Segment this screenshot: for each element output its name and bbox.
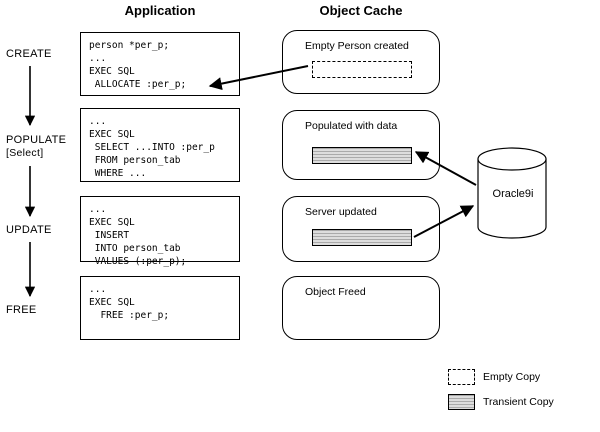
code-line: EXEC SQL	[89, 129, 135, 140]
application-header: Application	[124, 3, 196, 18]
cache-box-label: Server updated	[305, 206, 377, 218]
empty-copy-box	[312, 61, 412, 78]
app-box-free: ... EXEC SQL FREE :per_p;	[80, 276, 240, 340]
code-line: INSERT	[89, 230, 130, 241]
legend-empty-label: Empty Copy	[483, 371, 541, 383]
legend-transient-label: Transient Copy	[483, 396, 554, 408]
code-line: EXEC SQL	[89, 66, 135, 77]
code-line: WHERE ...	[89, 168, 147, 179]
stage-create: CREATE	[6, 48, 52, 60]
app-box-update: ... EXEC SQL INSERT INTO person_tab VALU…	[80, 196, 240, 267]
stage-populate-sublabel: [Select]	[6, 147, 44, 159]
stage-create-label: CREATE	[6, 48, 52, 60]
code-line: person *per_p;	[89, 40, 170, 51]
cache-box-label: Populated with data	[305, 120, 398, 132]
transient-copy-box	[312, 229, 412, 246]
app-box-create: person *per_p; ... EXEC SQL ALLOCATE :pe…	[80, 32, 240, 96]
code-line: INTO person_tab	[89, 243, 181, 254]
cache-box-server-updated: Server updated	[282, 196, 440, 262]
code-line: ALLOCATE :per_p;	[89, 79, 187, 90]
legend-empty-swatch	[448, 369, 475, 385]
code-line: ...	[89, 116, 107, 127]
code-line: EXEC SQL	[89, 217, 135, 228]
code-line: FREE :per_p;	[89, 310, 170, 321]
object-cache-header: Object Cache	[319, 3, 403, 18]
stage-free-label: FREE	[6, 304, 37, 316]
database-label: Oracle9i	[492, 188, 534, 200]
stage-update: UPDATE	[6, 224, 52, 236]
code-line: FROM person_tab	[89, 155, 181, 166]
cache-box-empty-person: Empty Person created	[282, 30, 440, 94]
code-line: SELECT ...INTO :per_p	[89, 142, 215, 153]
legend-transient-swatch	[448, 394, 475, 410]
cache-box-object-freed: Object Freed	[282, 276, 440, 340]
code-line: VALUES (:per_p);	[89, 256, 187, 267]
stage-free: FREE	[6, 304, 37, 316]
app-box-populate: ... EXEC SQL SELECT ...INTO :per_p FROM …	[80, 108, 240, 182]
stage-populate-label: POPULATE	[6, 134, 67, 146]
code-line: EXEC SQL	[89, 297, 135, 308]
stage-populate: POPULATE [Select]	[6, 134, 66, 159]
code-line: ...	[89, 284, 107, 295]
cache-box-label: Object Freed	[305, 286, 366, 298]
cache-box-populated: Populated with data	[282, 110, 440, 180]
cache-box-label: Empty Person created	[305, 40, 409, 52]
code-line: ...	[89, 204, 107, 215]
code-line: ...	[89, 53, 107, 64]
transient-copy-box	[312, 147, 412, 164]
stage-update-label: UPDATE	[6, 224, 52, 236]
